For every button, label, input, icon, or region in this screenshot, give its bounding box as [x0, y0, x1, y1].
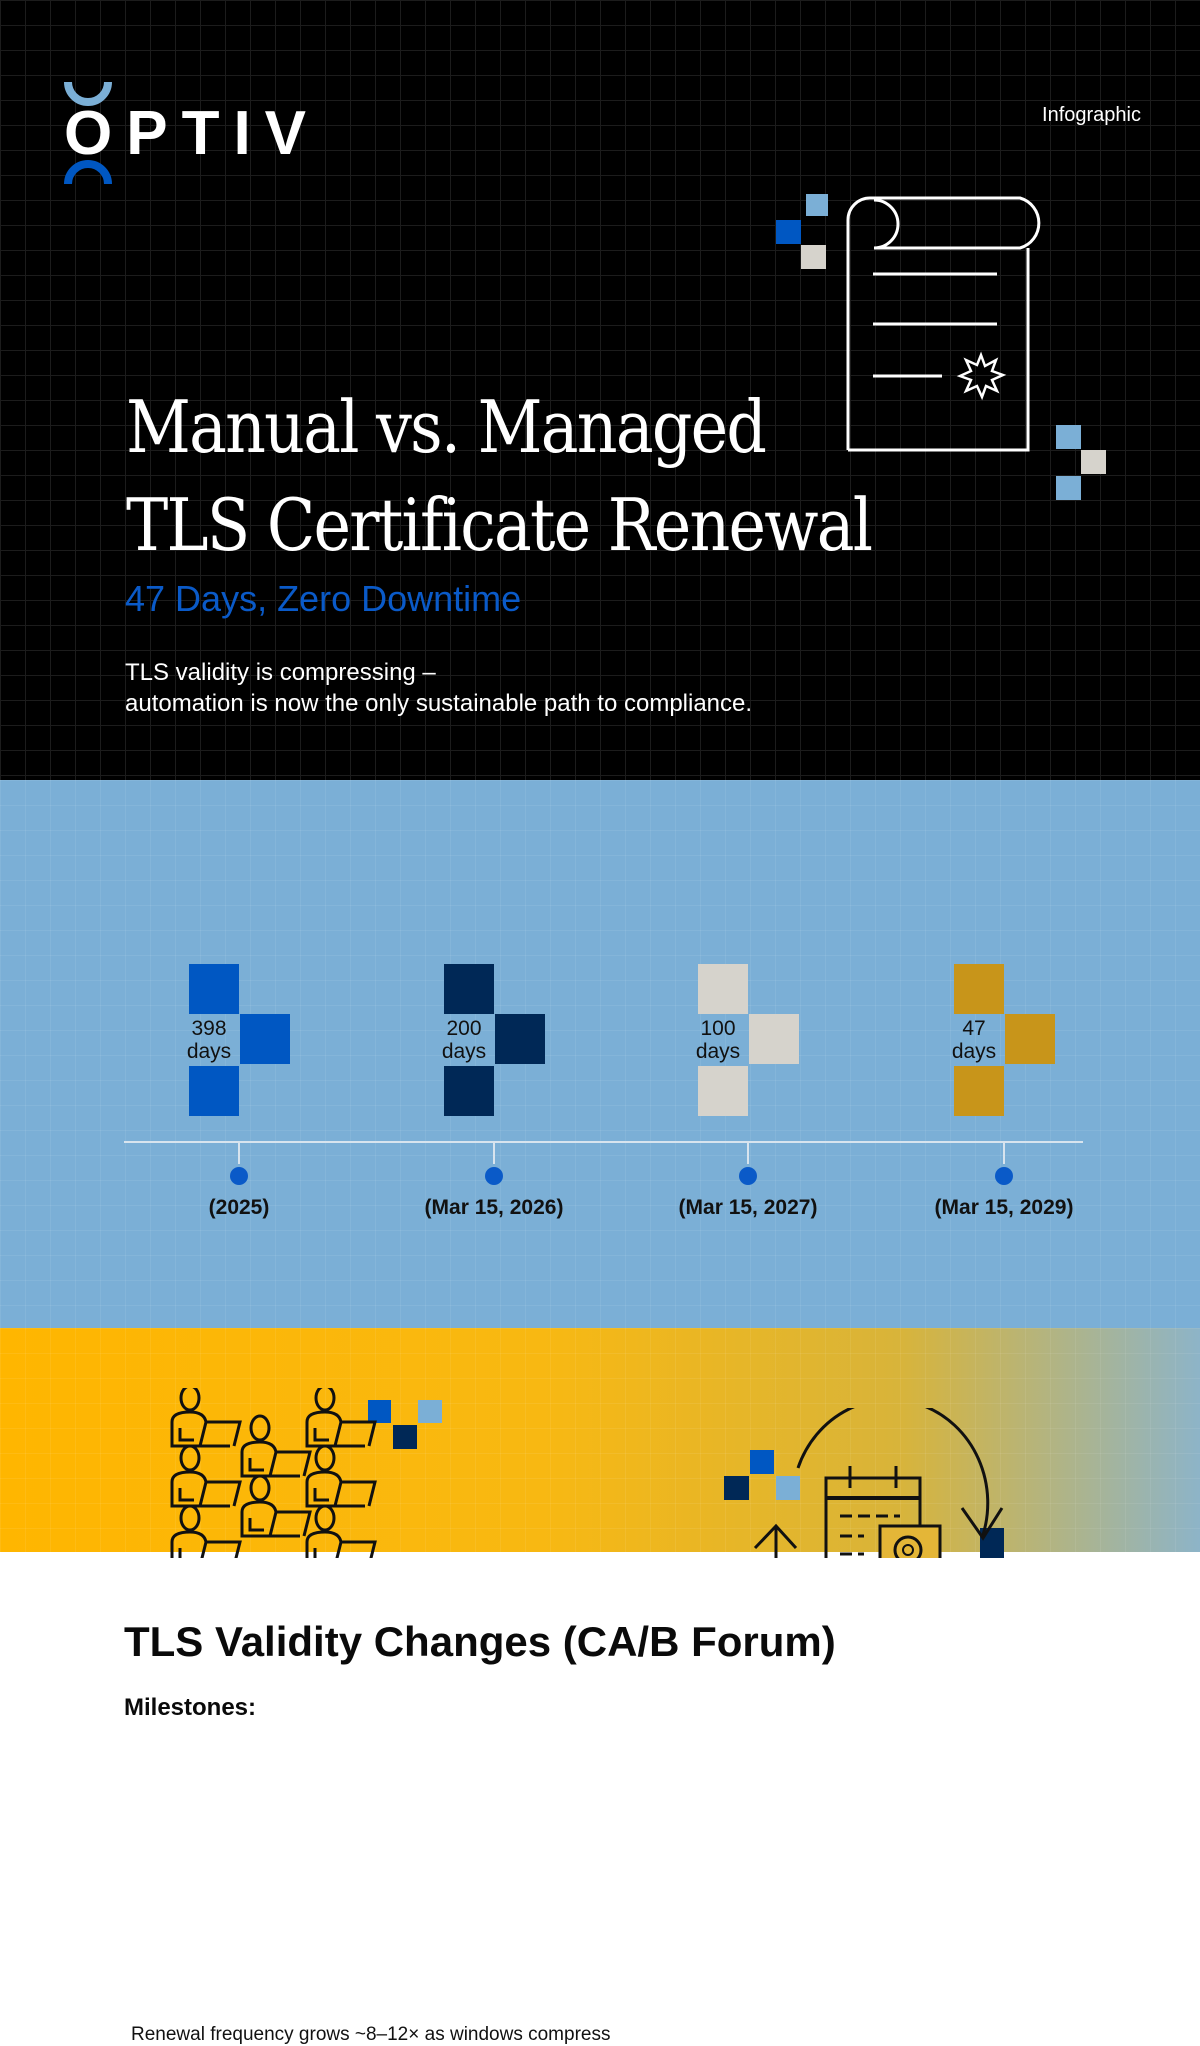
milestone-block: [189, 1066, 239, 1116]
milestones-label: Milestones:: [124, 1694, 257, 1721]
milestone-block: [444, 1066, 494, 1116]
logo-arcs-icon: [64, 81, 112, 185]
timeline-tick: [493, 1142, 495, 1164]
milestone-block: [189, 964, 239, 1014]
timeline-dot: [739, 1167, 757, 1185]
optiv-logo: OPTIV: [64, 99, 321, 168]
milestone-block: [240, 1014, 290, 1064]
milestone-date: (Mar 15, 2027): [678, 1196, 818, 1219]
timeline-dot: [485, 1167, 503, 1185]
page-subtitle: 47 Days, Zero Downtime: [125, 578, 522, 619]
milestone-block: [954, 964, 1004, 1014]
milestone-date: (Mar 15, 2026): [424, 1196, 564, 1219]
milestone-block: [749, 1014, 799, 1064]
timeline-line: [124, 1141, 1083, 1143]
milestone-block: [698, 964, 748, 1014]
milestones-section: TLS Validity Changes (CA/B Forum) Milest…: [0, 780, 1200, 2045]
milestone-block: [1005, 1014, 1055, 1064]
infographic-tag: Infographic: [1042, 104, 1141, 126]
milestone-block: [444, 964, 494, 1014]
timeline-dot: [230, 1167, 248, 1185]
automated-renewal-icon: [724, 1408, 1004, 1558]
milestone-block: [495, 1014, 545, 1064]
comparison-section: [0, 1328, 1200, 1558]
timeline-dot: [995, 1167, 1013, 1185]
milestone-date: (2025): [208, 1196, 270, 1219]
timeline-tick: [238, 1142, 240, 1164]
certificate-scroll-icon: [776, 194, 1106, 500]
hero-description: TLS validity is compressing –automation …: [125, 659, 753, 717]
milestone-date: (Mar 15, 2029): [934, 1196, 1074, 1219]
milestone-block: [954, 1066, 1004, 1116]
manual-team-icon: [170, 1388, 442, 1558]
timeline-tick: [1003, 1142, 1005, 1164]
timeline-note: Renewal frequency grows ~8–12× as window…: [131, 2024, 611, 2045]
milestone-block: [698, 1066, 748, 1116]
timeline-tick: [747, 1142, 749, 1164]
section-title: TLS Validity Changes (CA/B Forum): [124, 1618, 836, 1665]
